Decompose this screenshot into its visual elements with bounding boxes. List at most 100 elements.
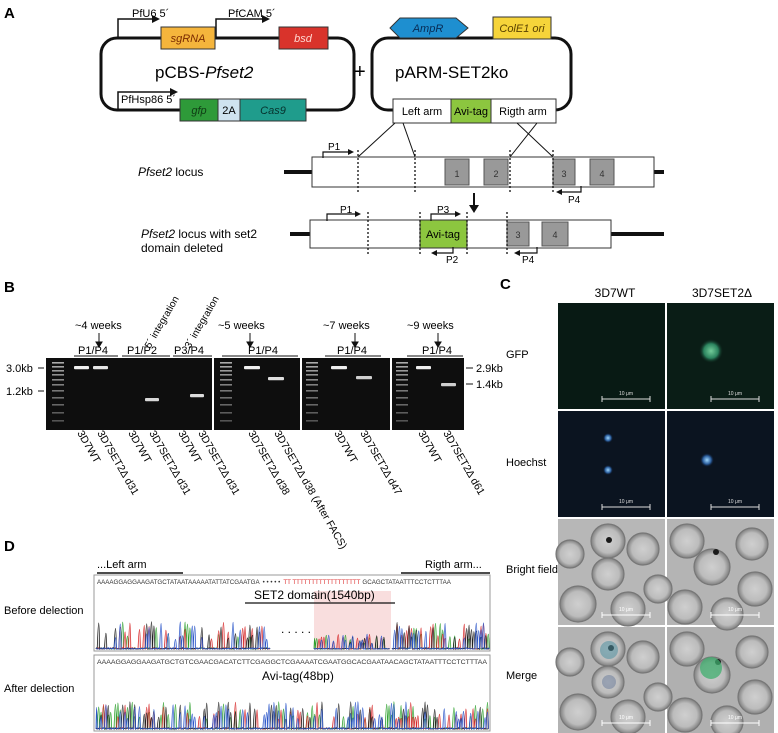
column-label: 3D7WT — [595, 286, 636, 300]
lane-label: 3D7WT — [415, 429, 443, 466]
primer-pair: P3/P4 — [174, 345, 204, 357]
red-blood-cell — [643, 682, 673, 712]
lane-label: 3D7SET2Δ d61 — [440, 429, 487, 498]
merge-signal — [602, 675, 616, 689]
ladder-band — [220, 362, 232, 364]
red-blood-cell — [735, 527, 769, 561]
primer-pair: P1/P4 — [337, 345, 367, 357]
svg-text:P4: P4 — [522, 255, 535, 266]
red-blood-cell — [555, 647, 585, 677]
micrograph-hoechst-wt — [558, 411, 665, 517]
ladder-band — [306, 379, 318, 381]
trace-line — [95, 701, 489, 731]
ladder-band — [52, 374, 64, 376]
gel-band — [145, 398, 159, 402]
sgrna-box — [160, 26, 216, 50]
column-label: 3D7SET2Δ — [692, 286, 752, 300]
nucleus-signal — [603, 465, 613, 475]
svg-text:Left arm: Left arm — [402, 106, 442, 118]
plasmid2-name: pARM-SET2ko — [395, 63, 508, 82]
red-blood-cell — [591, 557, 625, 591]
set2-domain-label: SET2 domain(1540bp) — [254, 588, 375, 602]
gel-band — [244, 366, 260, 370]
scale-bar-label: 10 μm — [728, 499, 742, 505]
primer-pair: P1/P4 — [78, 345, 108, 357]
right-arm-label: Rigth arm... — [425, 559, 482, 571]
exon-4 — [589, 158, 615, 186]
ladder-band — [396, 362, 408, 364]
ladder-band — [220, 370, 232, 372]
primer-arrow — [348, 149, 354, 155]
exon-1 — [444, 158, 470, 186]
timepoint-label: ~9 weeks — [407, 320, 454, 332]
deleted-locus-label: Pfset2 locus with set2 — [141, 227, 257, 241]
promoter-arrow — [117, 91, 170, 109]
micrograph-gfp-wt — [558, 303, 665, 409]
parasite-pigment — [606, 537, 612, 543]
red-blood-cell — [591, 665, 625, 699]
svg-text:P1: P1 — [340, 205, 353, 216]
primer-label: P1 — [328, 142, 341, 153]
svg-text:Cas9: Cas9 — [260, 105, 286, 117]
exon-2 — [483, 158, 509, 186]
ladder-band — [396, 420, 408, 422]
promoter-arrow — [215, 18, 262, 37]
red-blood-cell — [669, 631, 705, 667]
ladder-band — [220, 390, 232, 392]
red-blood-cell — [669, 523, 705, 559]
gel-band — [331, 366, 347, 370]
promoter-label: PfU6 5´ — [132, 8, 169, 20]
ladder-band — [396, 397, 408, 399]
merge-signal — [600, 641, 618, 659]
ladder-band — [52, 362, 64, 364]
panel-d-label: D — [4, 538, 15, 555]
panel-b: B 3.0kb 1.2kb 2.9kb 1.4kb ~4 weeks ~5 we… — [4, 279, 503, 551]
bsd-box — [278, 26, 329, 50]
svg-text:Avi-tag: Avi-tag — [454, 106, 488, 118]
scale-bar-label: 10 μm — [619, 607, 633, 613]
micrograph-hoechst-ko — [667, 411, 774, 517]
ladder-band — [396, 379, 408, 381]
ladder-band — [306, 420, 318, 422]
timepoint-label: ~4 weeks — [75, 320, 122, 332]
primer-pair: P1/P4 — [248, 345, 278, 357]
scale-bar-label: 10 μm — [619, 391, 633, 397]
ladder-band — [220, 366, 232, 368]
plasmid1-name: pCBS-Pfset2 — [155, 63, 254, 82]
ladder-band — [220, 374, 232, 376]
ladder-band — [396, 384, 408, 386]
svg-text:2: 2 — [493, 169, 498, 179]
ladder-band — [52, 366, 64, 368]
promoter-arrow — [117, 18, 152, 37]
ladder-band — [396, 370, 408, 372]
red-blood-cell — [643, 574, 673, 604]
transition-arrow — [469, 205, 479, 213]
red-blood-cell — [735, 635, 769, 669]
ladder-band — [396, 390, 408, 392]
lane-label: 3D7SET2Δ d47 — [357, 429, 404, 498]
gel-box — [46, 358, 212, 430]
svg-text:4: 4 — [599, 169, 604, 179]
gel-band — [268, 377, 284, 381]
chromatogram-traces — [95, 621, 490, 731]
svg-text:4: 4 — [552, 230, 557, 240]
ladder-band — [306, 366, 318, 368]
svg-text:gfp: gfp — [191, 105, 206, 117]
gel-band — [356, 376, 372, 380]
red-blood-cell — [626, 532, 660, 566]
svg-text:3: 3 — [515, 230, 520, 240]
ladder-band — [52, 397, 64, 399]
gel-band — [190, 394, 204, 398]
scale-bar-label: 10 μm — [728, 391, 742, 397]
exon-4 — [541, 221, 569, 247]
red-blood-cell — [559, 693, 597, 731]
ladder-band — [306, 384, 318, 386]
deleted-locus-label-2: domain deleted — [141, 241, 223, 255]
panel-a: A PfU6 5´ PfCAM 5´ PfHsp86 5´ sgRNA bsd … — [4, 5, 664, 266]
nucleus-signal — [700, 453, 714, 467]
trace-line — [391, 622, 490, 651]
ladder-band — [52, 412, 64, 414]
ladder-band — [52, 370, 64, 372]
red-blood-cell — [693, 548, 731, 586]
